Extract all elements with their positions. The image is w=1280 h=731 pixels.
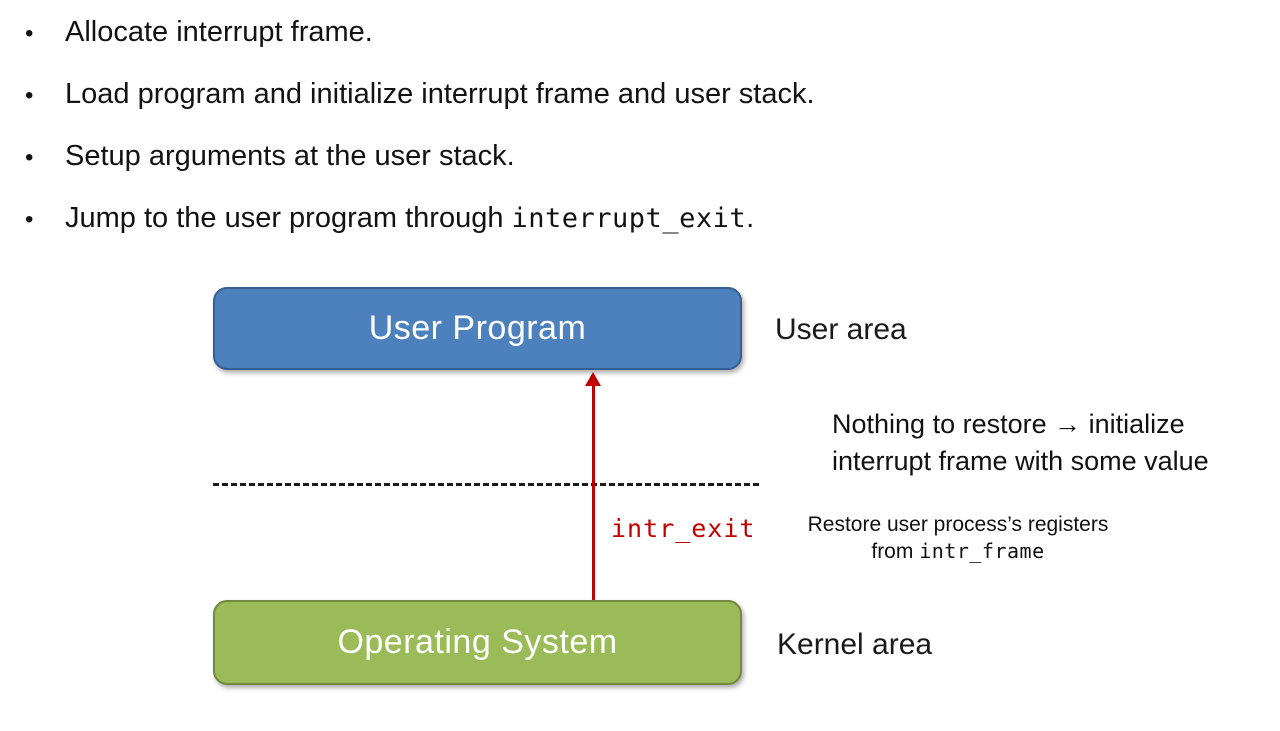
user-program-box: User Program xyxy=(213,287,742,370)
note-line: Restore user process’s registers xyxy=(807,513,1109,536)
note-line: interrupt frame with some value xyxy=(832,446,1209,476)
bullet-dot: • xyxy=(25,144,34,171)
bullet-dot: • xyxy=(25,82,34,109)
nothing-to-restore-note: Nothing to restore → initialize interrup… xyxy=(832,406,1209,480)
bullet-text: Load program and initialize interrupt fr… xyxy=(65,78,815,110)
interrupt-exit-code: interrupt_exit xyxy=(511,203,747,234)
operating-system-box: Operating System xyxy=(213,600,742,685)
operating-system-label: Operating System xyxy=(337,623,618,661)
bullet-dot: • xyxy=(25,20,34,47)
bullet-item: • Jump to the user program through inter… xyxy=(25,203,815,235)
bullet-text-prefix: Jump to the user program through xyxy=(65,202,512,234)
bullet-item: • Load program and initialize interrupt … xyxy=(25,79,815,111)
user-area-label: User area xyxy=(775,313,907,346)
bullet-list: • Allocate interrupt frame. • Load progr… xyxy=(25,17,815,265)
note-line: Nothing to restore → initialize xyxy=(832,409,1185,439)
bullet-item: • Setup arguments at the user stack. xyxy=(25,141,815,173)
bullet-dot: • xyxy=(25,206,34,233)
kernel-area-label: Kernel area xyxy=(777,628,933,661)
bullet-text: Allocate interrupt frame. xyxy=(65,16,373,48)
restore-registers-note: Restore user process’s registers from in… xyxy=(797,511,1119,565)
note-line: from intr_frame xyxy=(797,538,1119,565)
intr-exit-arrow-line xyxy=(592,385,595,600)
intr-frame-code: intr_frame xyxy=(919,539,1045,563)
up-arrow-head-icon xyxy=(585,372,601,386)
bullet-text: Jump to the user program through interru… xyxy=(65,202,755,235)
user-kernel-divider-dashed-line xyxy=(213,483,759,486)
user-program-label: User Program xyxy=(368,309,587,347)
bullet-item: • Allocate interrupt frame. xyxy=(25,17,815,49)
bullet-text: Setup arguments at the user stack. xyxy=(65,140,515,172)
intr-exit-label: intr_exit xyxy=(611,514,756,543)
note-line-prefix: from xyxy=(871,540,920,563)
bullet-text-suffix: . xyxy=(746,202,755,234)
